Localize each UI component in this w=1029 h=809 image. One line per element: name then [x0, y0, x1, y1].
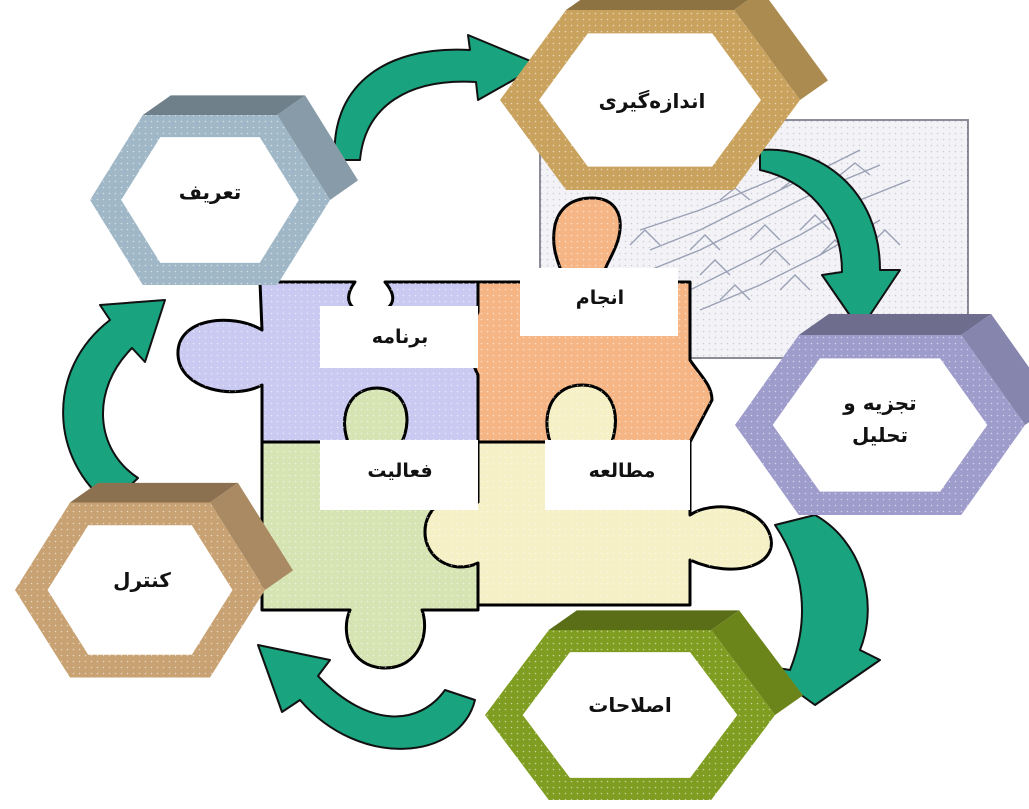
label-box-do [520, 268, 678, 336]
hexagon-bevel-top [566, 0, 749, 10]
puzzle-label-do: انجام [576, 287, 624, 309]
hexagon-bevel-side [711, 610, 803, 715]
puzzle-label-activity: فعالیت [367, 460, 432, 482]
arrow-define-to-measure [333, 34, 541, 161]
stage-label-analyze-2: تحلیل [852, 423, 908, 447]
arrow-measure-to-analyze [759, 148, 901, 331]
hexagon-bevel-side [734, 0, 828, 100]
stage-hexagons [15, 0, 1029, 800]
hexagon-bevel-side [277, 95, 358, 200]
arrow-control-to-define [62, 299, 166, 506]
stage-label-measure: اندازه‌گیری [599, 89, 706, 113]
hexagon-bevel-top [548, 610, 740, 630]
label-box-program [320, 306, 478, 368]
label-box-activity [320, 440, 478, 510]
hexagon-bevel-top [798, 314, 992, 335]
hexagon-bevel-side [961, 314, 1029, 425]
hexagon-inner [47, 525, 233, 655]
hexagon-inner [522, 652, 738, 778]
hexagon-bevel-top [142, 95, 306, 115]
stage-label-analyze-1: تجزیه و [842, 391, 916, 415]
arrow-improve-to-control [257, 644, 476, 750]
stage-hexagon-analyze [735, 314, 1029, 515]
puzzle-label-study: مطالعه [589, 460, 656, 482]
stage-label-improve: اصلاحات [588, 693, 671, 717]
stage-hexagon-define [90, 95, 358, 285]
hexagon-inner [772, 358, 988, 492]
stage-hexagon-control [15, 482, 293, 678]
hexagon-bevel-side [210, 482, 293, 590]
puzzle-label-program: برنامه [372, 326, 429, 348]
stage-hexagon-improve [485, 610, 803, 800]
hexagon-bevel-top [70, 482, 238, 503]
label-box-study [545, 440, 690, 510]
hexagon-inner [121, 137, 299, 263]
stage-label-define: تعریف [179, 180, 242, 204]
hexagon-inner [539, 33, 761, 167]
labels: برنامه انجام فعالیت مطالعه تعریف اندازه‌… [113, 89, 917, 717]
stage-label-control: کنترل [113, 568, 171, 592]
stage-hexagon-measure [500, 0, 828, 190]
